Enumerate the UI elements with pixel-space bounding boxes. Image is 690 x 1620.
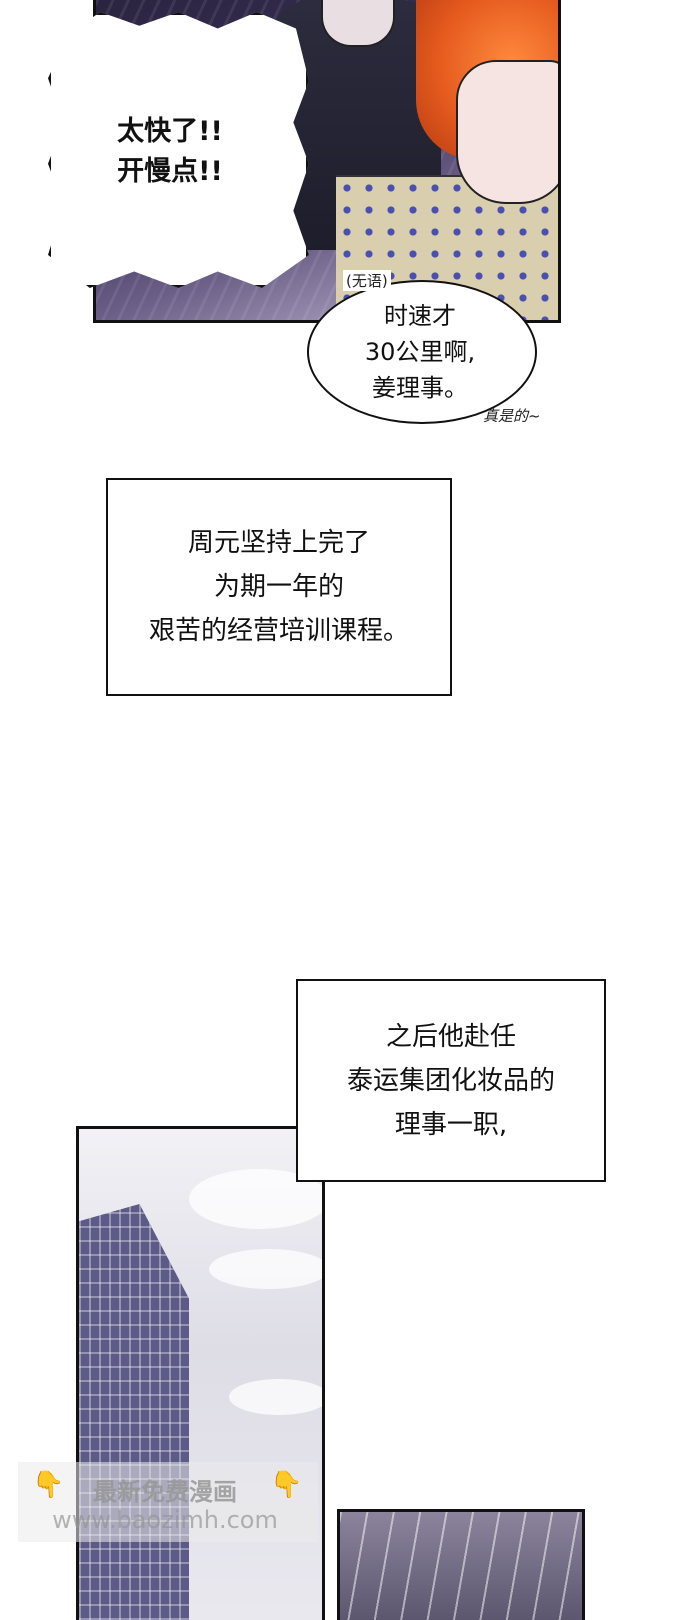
narration-2-line-3: 理事一职, — [394, 1109, 508, 1140]
reply-line-2: 30公里啊, — [364, 338, 476, 366]
narration-1-text: 周元坚持上完了 为期一年的 艰苦的经营培训课程。 — [149, 521, 409, 653]
speed-lines — [340, 1512, 582, 1620]
comic-panel-building — [76, 1126, 325, 1620]
pointing-down-hand-icon: 👇 — [270, 1470, 303, 1500]
reply-speech-bubble — [307, 280, 537, 424]
character-glasses-face — [321, 0, 395, 47]
reply-tail-note: 真是的~ — [483, 407, 541, 425]
shout-line-2: 开慢点!! — [117, 156, 223, 187]
character-face — [456, 60, 558, 204]
narration-2-line-1: 之后他赴任 — [385, 1021, 516, 1052]
narration-2-line-2: 泰运集团化妆品的 — [346, 1065, 555, 1096]
narration-box-1: 周元坚持上完了 为期一年的 艰苦的经营培训课程。 — [106, 478, 452, 696]
watermark-title: 最新免费漫画 — [93, 1478, 237, 1506]
watermark-url: www.baozimh.com — [52, 1506, 278, 1534]
office-tower — [79, 1204, 189, 1620]
shout-bubble-text: 太快了!! 开慢点!! — [70, 112, 270, 192]
shout-speech-bubble — [48, 12, 309, 288]
reply-aside: (无语) — [343, 270, 391, 291]
narration-1-line-3: 艰苦的经营培训课程。 — [148, 616, 409, 646]
shout-line-1: 太快了!! — [117, 116, 223, 147]
cloud — [209, 1249, 322, 1289]
comic-panel-partial — [337, 1509, 585, 1620]
pointing-down-hand-icon: 👇 — [32, 1470, 65, 1500]
cloud — [229, 1379, 322, 1415]
narration-2-text: 之后他赴任 泰运集团化妆品的 理事一职, — [347, 1015, 555, 1147]
reply-bubble-text: 时速才 30公里啊, 姜理事。 — [330, 298, 510, 406]
narration-1-line-2: 为期一年的 — [213, 572, 344, 602]
narration-box-2: 之后他赴任 泰运集团化妆品的 理事一职, — [296, 979, 606, 1182]
narration-1-line-1: 周元坚持上完了 — [187, 528, 370, 558]
watermark-overlay — [18, 1462, 318, 1542]
reply-line-1: 时速才 — [384, 302, 456, 330]
reply-line-3: 姜理事。 — [372, 374, 468, 402]
